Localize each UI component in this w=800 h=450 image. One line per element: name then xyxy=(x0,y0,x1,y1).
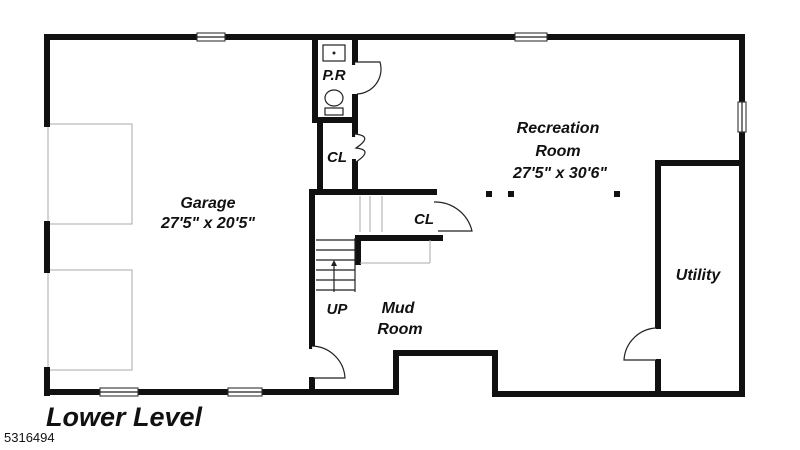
label-closet-stair: CL xyxy=(414,211,434,228)
windows xyxy=(99,32,747,397)
plan-caption: Lower Level xyxy=(46,402,203,432)
doors xyxy=(311,61,657,379)
garage-doors xyxy=(47,123,133,371)
interior-walls xyxy=(309,34,745,397)
label-garage: Garage xyxy=(180,195,235,212)
label-mud-room: Mud xyxy=(382,300,416,317)
support-posts xyxy=(486,191,620,197)
label-garage-dims: 27'5" x 20'5" xyxy=(160,215,255,232)
label-powder-room: P.R xyxy=(322,67,345,84)
label-recreation-room-2: Room xyxy=(535,143,580,160)
label-stairs-up: UP xyxy=(327,301,349,318)
label-mud-room-2: Room xyxy=(377,321,422,338)
staircase xyxy=(316,196,431,292)
label-utility: Utility xyxy=(676,267,722,284)
label-recreation-room: Recreation xyxy=(517,120,600,137)
label-recreation-dims: 27'5" x 30'6" xyxy=(512,165,607,182)
exterior-walls xyxy=(44,34,745,397)
label-closet-upper: CL xyxy=(327,149,347,166)
listing-id: 5316494 xyxy=(4,430,55,445)
powder-room-fixtures xyxy=(322,44,346,116)
